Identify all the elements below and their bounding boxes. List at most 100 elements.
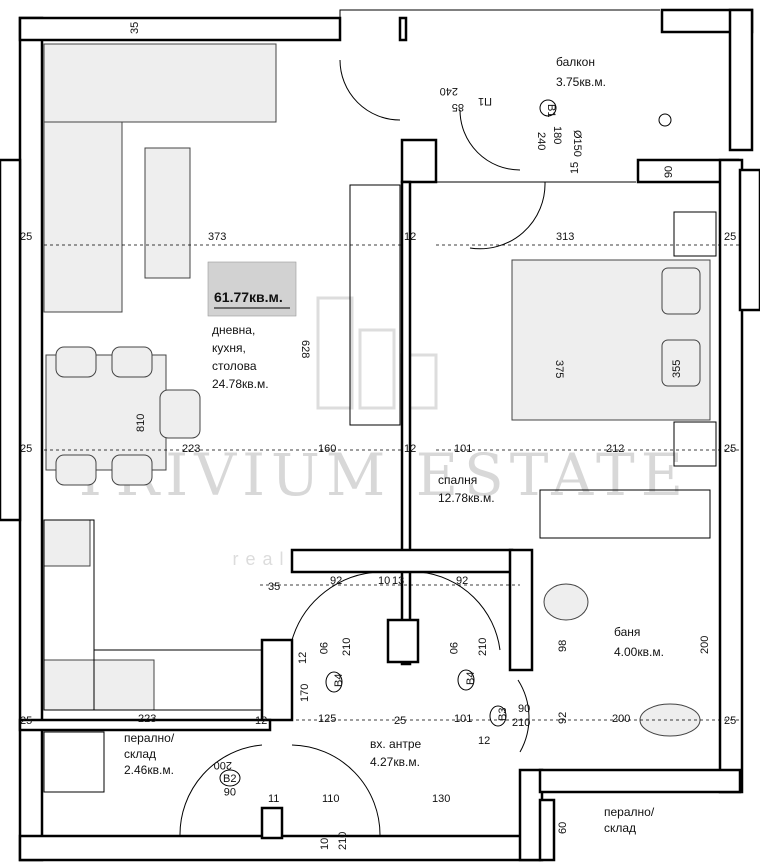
dim-210-c: 210	[512, 717, 530, 729]
living-name-3: столова	[212, 359, 257, 373]
dim-628: 628	[299, 340, 311, 358]
door-tag-p1: П1	[478, 95, 492, 107]
balcony-marker	[539, 99, 557, 117]
dim-60: 60	[557, 822, 569, 834]
door-entry	[291, 744, 381, 837]
wall-right	[718, 158, 744, 794]
dim-110: 110	[322, 793, 340, 805]
dim-98: 98	[557, 640, 569, 652]
dim-223: 223	[182, 443, 200, 455]
dim-210-a: 210	[341, 638, 353, 656]
living-name-2: кухня,	[212, 341, 246, 355]
door-b4-right	[419, 571, 501, 651]
coffee-table	[144, 147, 191, 279]
dim-223-b: 223	[138, 713, 156, 725]
dim-200-b: 200	[699, 636, 711, 654]
living-area: 24.78кв.м.	[212, 377, 269, 391]
dim-12-e: 12	[297, 652, 309, 664]
dim-210-b: 210	[477, 638, 489, 656]
wall-hall-right	[518, 768, 544, 862]
balcony-area: 3.75кв.м.	[556, 75, 606, 89]
wall-column	[400, 138, 438, 184]
total-area-box	[207, 261, 297, 317]
living-name-1: дневна,	[212, 323, 255, 337]
chair-2	[111, 346, 153, 378]
storage-left-area: 2.46кв.м.	[124, 763, 174, 777]
dim-35-mid: 35	[268, 581, 280, 593]
storage-right-name-2: склад	[604, 821, 636, 835]
nightstand-2	[673, 421, 717, 467]
dim-92-a: 92	[330, 575, 342, 587]
dim-170: 170	[299, 684, 311, 702]
dimensions: 35 373 313 25 25 25 25 25 25 25 12 12 12…	[20, 22, 736, 850]
dim-10: 10	[378, 575, 390, 587]
wardrobe-living	[349, 184, 401, 426]
dim-12-d: 12	[478, 735, 490, 747]
dim-130: 130	[432, 793, 450, 805]
dim-92-c: 92	[557, 712, 569, 724]
dim-90-c: 90	[518, 703, 530, 715]
wall-mid	[290, 548, 514, 574]
storage-left-name-2: склад	[124, 747, 156, 761]
hall-name: вх. антре	[370, 737, 422, 751]
dim-150: Ø150	[571, 130, 583, 157]
nightstand-1	[673, 211, 717, 257]
dim-11: 11	[268, 793, 279, 805]
storage-left-name-1: перално/	[124, 731, 175, 745]
watermark-logo-2	[358, 328, 396, 410]
door-b1	[469, 181, 546, 250]
pillow-1	[661, 267, 701, 315]
bedroom-name: спалня	[438, 473, 477, 487]
sink	[43, 519, 91, 567]
storage-right-name-1: перално/	[604, 805, 655, 819]
door-tag-b4a: B4	[333, 674, 345, 687]
door-b3	[517, 679, 530, 753]
dash-lines	[44, 17, 740, 721]
dim-85: 85	[452, 101, 464, 113]
chair-1	[55, 346, 97, 378]
dim-13: 13	[392, 575, 404, 587]
door-tag-b2: B2	[223, 773, 236, 785]
door-b4-left	[291, 571, 381, 641]
dim-25-b: 25	[20, 443, 32, 455]
dim-200-c: 200	[214, 759, 232, 771]
dim-125: 125	[318, 713, 336, 725]
room-labels: 61.77кв.м. дневна, кухня, столова 24.78к…	[124, 55, 664, 835]
dim-313: 313	[556, 231, 574, 243]
chair-3	[55, 454, 97, 486]
dim-212: 212	[606, 443, 624, 455]
wall-storage-door	[260, 806, 284, 840]
door-b2	[179, 744, 263, 837]
dim-200: 200	[612, 713, 630, 725]
door-tag-b4b: B4	[465, 672, 477, 685]
dim-25-a: 25	[20, 231, 32, 243]
hall-area: 4.27кв.м.	[370, 755, 420, 769]
wall-bath-left	[508, 548, 534, 672]
wall-top-left	[18, 16, 342, 42]
wall-storage-right	[538, 798, 556, 862]
wall-balcony-right	[728, 8, 754, 152]
dim-06: 06	[224, 785, 236, 797]
dim-12-a: 12	[404, 231, 416, 243]
wall-mid-column	[386, 618, 420, 664]
dim-810: 810	[135, 414, 147, 432]
dim-101-b: 101	[454, 713, 472, 725]
dim-35-top: 35	[129, 22, 141, 34]
dim-210-d: 210	[337, 832, 349, 850]
watermark-logo	[316, 296, 354, 410]
kitchen-counter-bottom	[93, 649, 263, 711]
wall-bottom	[18, 834, 542, 862]
sofa-side	[43, 121, 123, 313]
dim-25-g: 25	[394, 715, 406, 727]
dim-355: 355	[671, 360, 683, 378]
door-tag-b3: B3	[497, 708, 509, 721]
dim-12-b: 12	[404, 443, 416, 455]
dim-240-b: 240	[535, 132, 547, 150]
sofa-back	[43, 43, 277, 123]
wall-ext-left	[0, 158, 22, 522]
dim-90-d: 90	[663, 166, 675, 178]
dim-375: 375	[553, 360, 565, 378]
dim-373: 373	[208, 231, 226, 243]
dim-25-d: 25	[724, 231, 736, 243]
dim-25-e: 25	[724, 443, 736, 455]
